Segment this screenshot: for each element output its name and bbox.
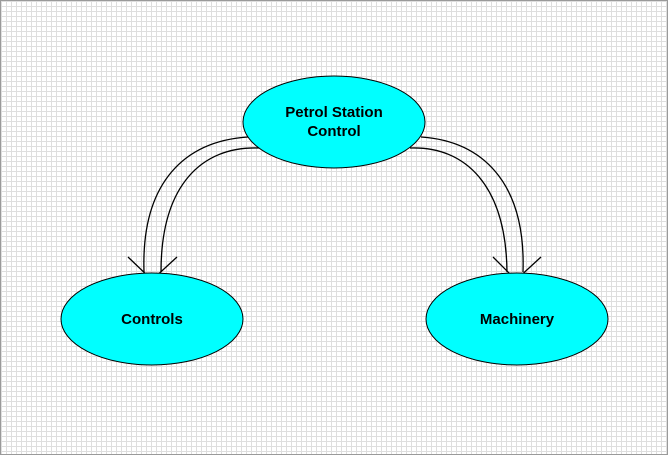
node-label-line-1: Petrol Station <box>285 104 383 121</box>
node-label-line-2: Control <box>307 123 360 140</box>
edge-root-to-controls[interactable] <box>127 136 260 281</box>
node-petrol-station-control[interactable]: Petrol Station Control <box>242 75 426 169</box>
node-label: Controls <box>121 311 183 328</box>
edge-root-to-machinery[interactable] <box>409 136 542 281</box>
node-label: Machinery <box>480 311 555 328</box>
node-machinery[interactable]: Machinery <box>425 272 609 366</box>
node-controls[interactable]: Controls <box>60 272 244 366</box>
